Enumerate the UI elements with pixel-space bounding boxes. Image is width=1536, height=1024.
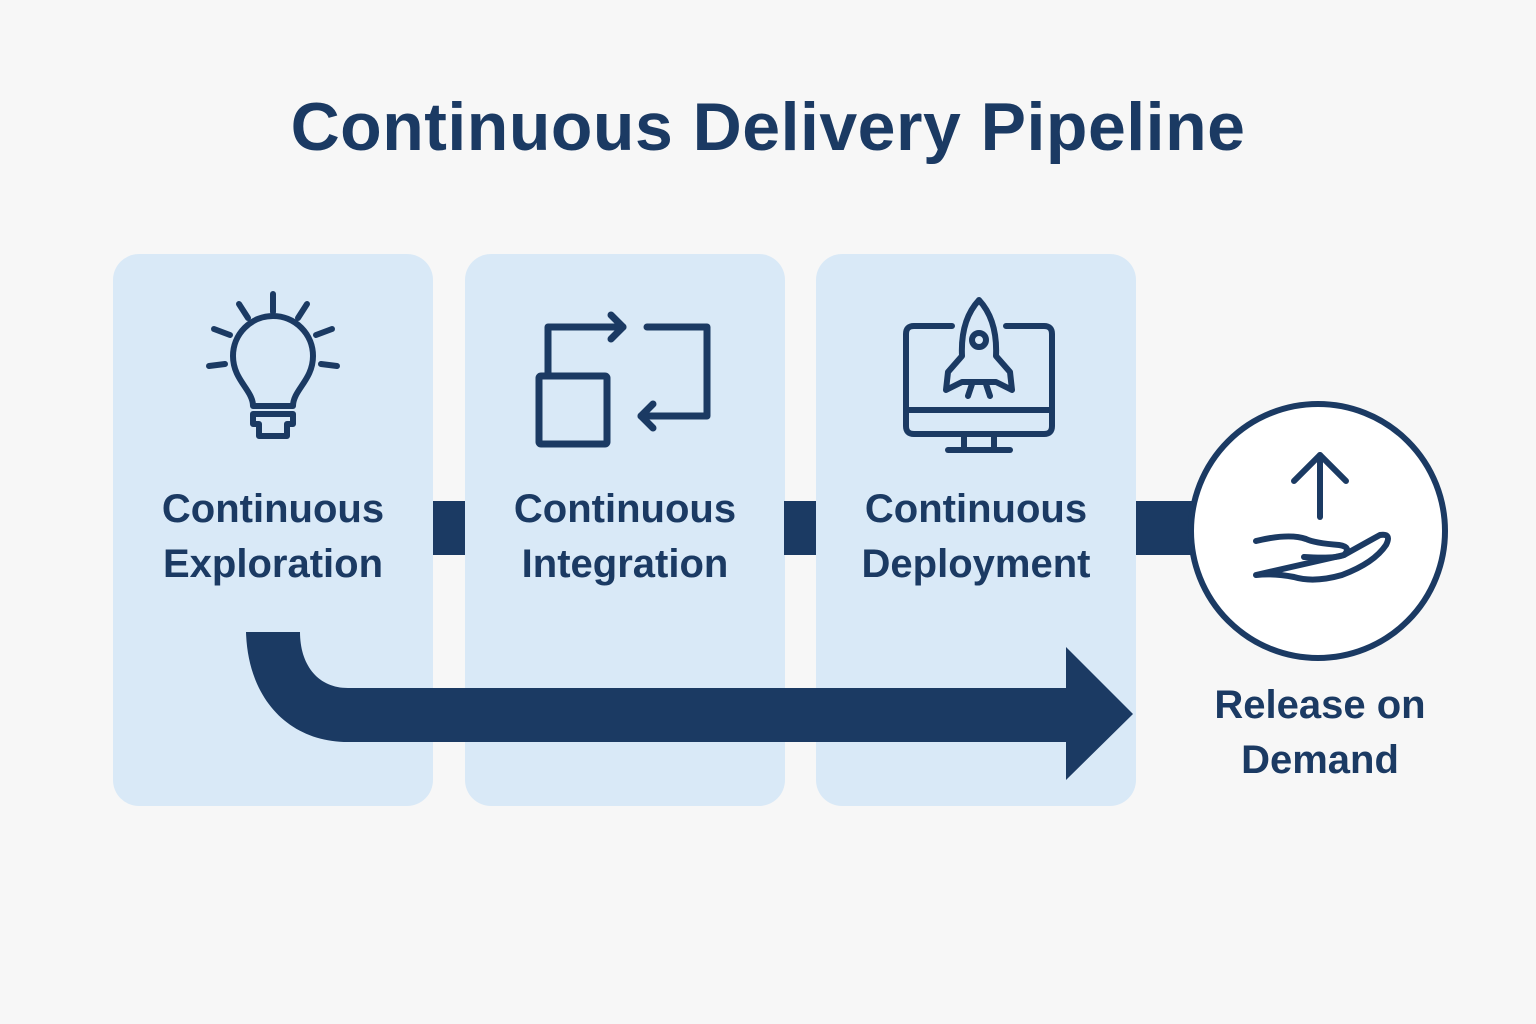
stage-label: Continuous Integration bbox=[465, 482, 785, 592]
connector-integration-deployment bbox=[784, 501, 816, 555]
stage-label-line2: Deployment bbox=[861, 542, 1091, 586]
connector-deployment-release bbox=[1136, 501, 1194, 555]
lightbulb-icon bbox=[206, 291, 340, 439]
stage-continuous-deployment: Continuous Deployment bbox=[816, 254, 1136, 806]
stage-continuous-integration: Continuous Integration bbox=[465, 254, 785, 806]
stage-label-line1: Continuous bbox=[161, 487, 385, 531]
stage-label-line2: Exploration bbox=[162, 542, 384, 586]
connector-exploration-integration bbox=[433, 501, 465, 555]
stage-label: Continuous Exploration bbox=[113, 482, 433, 592]
release-on-demand-label: Release on Demand bbox=[1160, 678, 1480, 788]
monitor-rocket-icon bbox=[903, 297, 1055, 453]
release-on-demand-circle bbox=[1188, 401, 1448, 661]
release-label-line2: Demand bbox=[1241, 738, 1399, 782]
release-label-line1: Release on bbox=[1214, 683, 1426, 727]
cycle-arrows-icon bbox=[535, 311, 711, 448]
stage-label-line1: Continuous bbox=[864, 487, 1088, 531]
diagram-title: Continuous Delivery Pipeline bbox=[290, 89, 1246, 165]
stage-label-line1: Continuous bbox=[513, 487, 737, 531]
stage-label-line2: Integration bbox=[521, 542, 729, 586]
stage-continuous-exploration: Continuous Exploration bbox=[113, 254, 433, 806]
stage-label: Continuous Deployment bbox=[816, 482, 1136, 592]
hand-release-icon bbox=[1253, 452, 1391, 583]
